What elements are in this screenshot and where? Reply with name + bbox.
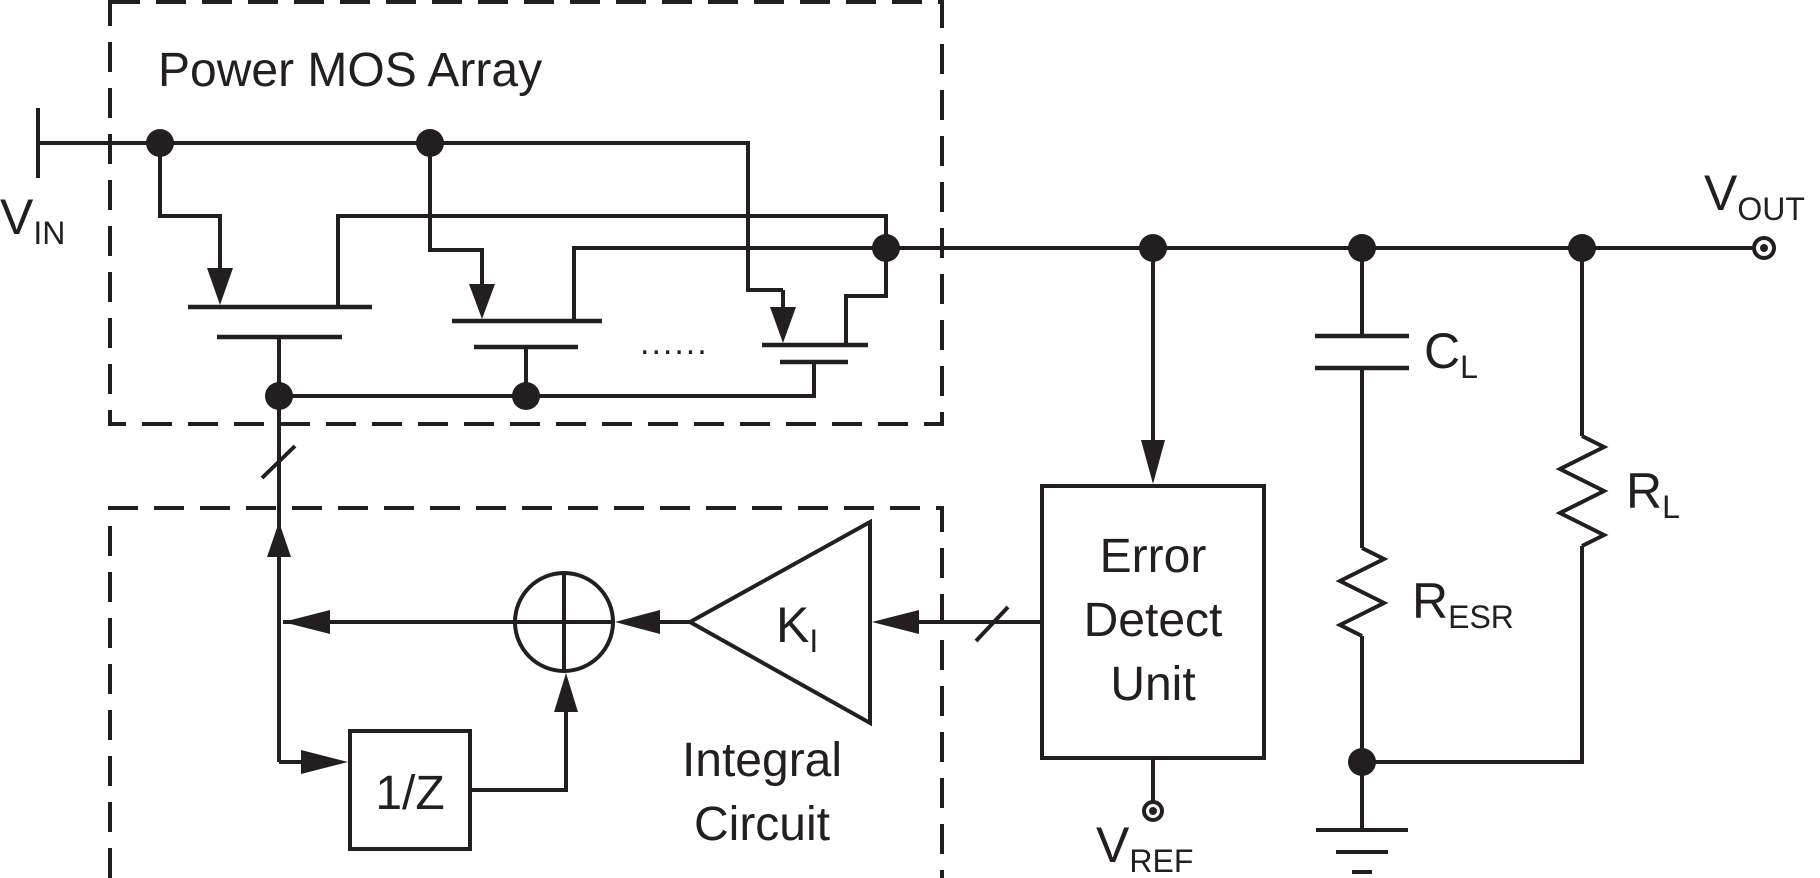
left-arrow-sum-output (283, 610, 330, 634)
rl-resistor (1555, 434, 1609, 548)
integral-label-line2: Circuit (694, 798, 830, 851)
transistor-3-arrow (770, 307, 796, 343)
transistor-2-arrow (469, 284, 495, 319)
junction-dot (146, 129, 174, 157)
transistor-1-drain (336, 214, 888, 307)
vout-label: VOUT (1704, 165, 1805, 227)
load-return-wire (1362, 546, 1584, 764)
error-unit-line3: Unit (1110, 658, 1195, 711)
error-unit-line1: Error (1100, 530, 1207, 583)
junction-dot (1139, 234, 1167, 262)
gate-bus (279, 362, 816, 398)
vref-terminal-center (1149, 807, 1157, 815)
junction-dot (1348, 748, 1376, 776)
down-arrow-to-error-unit (1141, 440, 1165, 484)
transistor-1-arrow (207, 268, 233, 305)
right-arrow-to-delay (301, 750, 348, 774)
transistor-ellipsis: ...... (640, 324, 709, 362)
transistor-1-source (158, 143, 222, 278)
integral-circuit-box (108, 506, 944, 878)
vref-label: VREF (1096, 817, 1193, 878)
resr-resistor (1335, 546, 1389, 638)
delay-output-wire (470, 712, 568, 792)
vout-terminal-center (1760, 244, 1768, 252)
left-arrow-to-ki (872, 610, 919, 634)
rl-label: RL (1626, 463, 1680, 525)
junction-dot (512, 382, 540, 410)
ki-gain-triangle (685, 518, 872, 727)
integral-label-line1: Integral (682, 734, 842, 787)
junction-dot (872, 234, 900, 262)
unit-delay-label: 1/Z (375, 767, 444, 820)
vout-terminal (1752, 236, 1776, 260)
junction-dot (1348, 234, 1376, 262)
transistor-3-drain (844, 248, 888, 345)
bus-slash-marker (260, 444, 297, 480)
vin-label: VIN (0, 189, 65, 251)
transistor-2-drain (572, 246, 886, 321)
vref-terminal (1142, 800, 1164, 822)
cl-label: CL (1424, 323, 1478, 385)
left-arrow-ki-output (615, 610, 660, 634)
power-mos-array-label: Power MOS Array (158, 44, 542, 97)
ki-label: KI (776, 597, 818, 659)
up-arrow-to-sum (554, 673, 578, 712)
error-bus-slash (974, 605, 1010, 643)
junction-dot (265, 382, 293, 410)
resr-label: RESR (1412, 573, 1514, 635)
transistor-2-source (428, 143, 484, 296)
power-mos-array-box (108, 0, 944, 426)
junction-dot (1568, 234, 1596, 262)
up-arrow-to-gate (267, 522, 291, 557)
error-unit-line2: Detect (1084, 594, 1223, 647)
junction-dot (416, 129, 444, 157)
